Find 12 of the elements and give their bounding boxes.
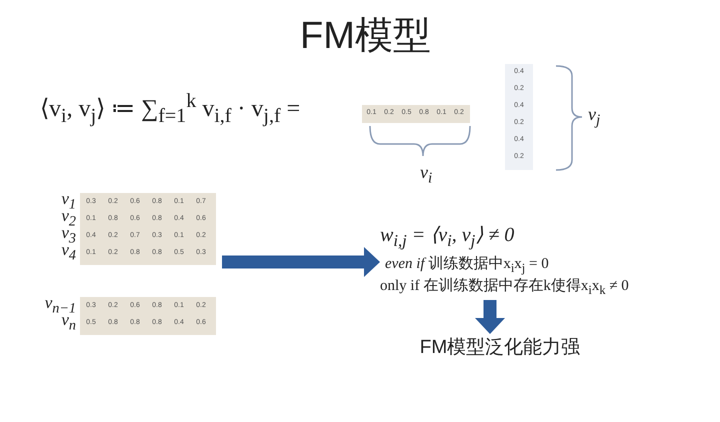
arrow	[475, 300, 505, 334]
row-label: v$_{1}$	[61, 189, 76, 213]
condition-text: even if 训练数据中x$_{i}$x$_{j}$ = 0	[385, 254, 549, 276]
formula: ⟨v$_{i}$, v$_{j}$⟩ ≔ ∑$_{f=1}$$^{k}$ v$_{i,f}$ · v$_{j,f}$ =	[40, 90, 300, 128]
condition-text: only if 在训练数据中存在k使得x$_{i}$x$_{k}$ ≠ 0	[380, 276, 629, 298]
row-label: v$_{n−1}$	[44, 293, 76, 317]
formula: w$_{i,j}$ = ⟨v$_{i}$, v$_{j}$⟩ ≠ 0	[380, 223, 514, 251]
vector-label: v$_{i}$	[420, 162, 432, 188]
conclusion-text: FM模型泛化能力强	[400, 334, 600, 362]
arrow	[222, 247, 380, 277]
vector-label: v$_{j}$	[588, 104, 600, 130]
title: FM模型	[300, 14, 431, 59]
